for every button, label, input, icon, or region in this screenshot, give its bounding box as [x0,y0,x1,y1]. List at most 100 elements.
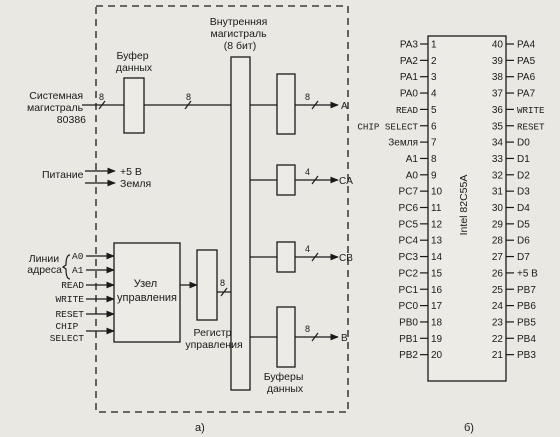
pin-number: 10 [431,187,443,198]
pin-number: 37 [492,89,504,100]
chip-name: Intel 82C55A [458,175,470,236]
pin-number: 30 [492,203,504,214]
control-unit [113,242,181,343]
pin-number: 1 [431,40,437,51]
pin-number: 23 [492,317,504,328]
port-a-label: A [341,101,348,112]
pin-name: PA2 [400,56,419,67]
buffer-bus-tick [184,100,192,110]
pin-number: 39 [492,56,504,67]
pin-name: PB6 [517,301,536,312]
pin-name: PA6 [517,72,536,83]
pin-name: PC0 [399,301,419,312]
port-cb-tick [311,252,319,262]
data-buffer-label: Буфер данных [116,50,153,74]
sys-bus-width: 8 [99,92,104,102]
pin-name: PA1 [400,72,419,83]
pin-number: 26 [492,268,504,279]
pin-name: CHIP SELECT [357,121,418,132]
pin-name: PC1 [399,285,419,296]
pin-name: D2 [517,170,530,181]
pin-name: D0 [517,138,530,149]
write-label: WRITE [55,294,84,305]
buffer-port-a [276,73,296,135]
pin-number: 40 [492,40,504,51]
pin-number: 33 [492,154,504,165]
internal-bus-label: Внутренняя магистраль (8 бит) [210,16,270,52]
pin-number: 21 [492,350,504,361]
buffer-port-ca [276,164,296,196]
dip-package [427,35,507,382]
pin-number: 11 [431,203,442,214]
pin-number: 2 [431,56,437,67]
pin-number: 5 [431,105,437,116]
buffer-bus-width: 8 [186,92,191,102]
pin-name: PC2 [399,268,419,279]
pin-number: 29 [492,219,504,230]
pin-name: PB0 [399,317,418,328]
register-width: 8 [220,278,225,288]
pin-number: 28 [492,236,504,247]
ground-label: Земля [120,178,151,190]
pin-number: 19 [431,334,443,345]
a1-label: A1 [72,265,84,276]
pin-name: PA0 [400,89,419,100]
pin-name: PB3 [517,350,536,361]
register-bus-tick [220,287,228,297]
control-register-label: Регистр управления [185,327,242,351]
pin-name: D4 [517,203,530,214]
pin-number: 36 [492,105,504,116]
port-b-tick [311,332,319,342]
pin-name: READ [396,105,419,116]
chip-select-label: CHIP SELECT [50,321,85,344]
pin-number: 32 [492,170,504,181]
pin-number: 18 [431,317,443,328]
pin-number: 17 [431,301,443,312]
pin-name: WRITE [517,105,545,116]
pin-number: 34 [492,138,504,149]
port-b-width: 8 [305,324,310,334]
pin-number: 14 [431,252,443,263]
pin-number: 22 [492,334,504,345]
pin-number: 35 [492,121,504,132]
port-a-tick [311,100,319,110]
control-register [196,249,218,321]
pin-name: PB2 [399,350,418,361]
pin-number: 9 [431,170,437,181]
pin-number: 27 [492,252,504,263]
pin-number: 3 [431,72,437,83]
port-cb-width: 4 [305,244,310,254]
pin-name: PA3 [400,40,419,51]
port-ca-width: 4 [305,167,310,177]
plus5-label: +5 В [120,166,142,178]
pin-name: PB7 [517,285,536,296]
pin-number: 24 [492,301,504,312]
port-ca-tick [311,175,319,185]
pin-name: +5 В [517,268,538,279]
pin-name: PC3 [399,252,419,263]
chip-boundary [95,5,349,413]
control-unit-label: Узел управления [117,278,177,304]
block-diagram-8255: Внутренняя магистраль (8 бит) Системная … [27,5,353,434]
pin-name: D6 [517,236,530,247]
pin-number: 12 [431,219,443,230]
pin-name: PB1 [399,334,418,345]
pin-name: Земля [388,138,418,149]
address-lines-label: Линии адреса [27,253,62,276]
pin-name: RESET [517,121,545,132]
pin-name: PA4 [517,40,536,51]
pin-name: D7 [517,252,530,263]
pin-number: 16 [431,285,443,296]
buffer-port-b [276,306,296,368]
read-label: READ [61,280,84,291]
pin-number: 4 [431,89,437,100]
pin-number: 8 [431,154,437,165]
buffers-label: Буферы данных [264,371,307,395]
pin-number: 25 [492,285,504,296]
internal-bus [230,56,251,391]
buffer-port-cb [276,241,296,273]
